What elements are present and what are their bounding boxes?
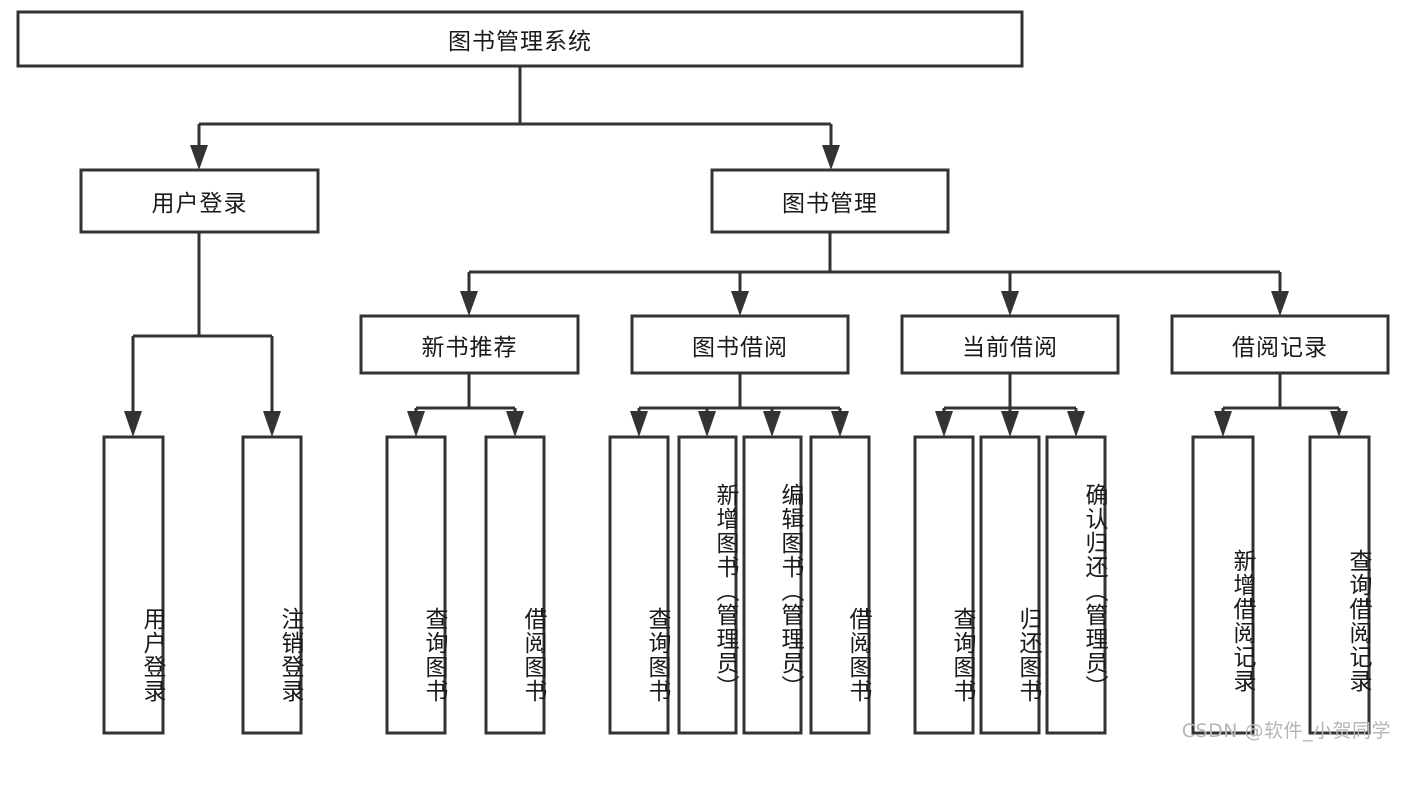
connector-book-manage-to-level3 [460,232,1289,316]
leaf-box-borrow-book-rec[interactable] [484,435,546,735]
node-box-book-manage[interactable] [710,168,950,234]
connector-book-borrow-to-leaves [630,373,849,437]
node-box-borrow-record[interactable] [1170,314,1390,375]
node-box-book-borrow[interactable] [630,314,850,375]
connector-current-borrow-to-leaves [935,373,1085,437]
leaf-box-logout-login[interactable] [241,435,303,735]
leaf-box-add-borrow-record[interactable] [1191,435,1255,735]
flowchart-canvas [16,10,1390,735]
flowchart-diagram: 图书管理系统 用户登录 图书管理 新书推荐 图书借阅 当前借阅 借阅记录 用户登… [16,10,1391,742]
leaf-box-query-book-rec[interactable] [385,435,447,735]
connector-user-login-to-leaves [124,232,281,437]
leaf-box-edit-book-admin[interactable] [742,435,803,735]
connector-borrow-record-to-leaves [1214,373,1348,437]
node-box-user-login[interactable] [79,168,320,234]
leaf-box-borrow-book[interactable] [809,435,871,735]
leaf-box-user-login[interactable] [102,435,165,735]
node-box-current-borrow[interactable] [900,314,1120,375]
leaf-box-query-borrow-record[interactable] [1308,435,1371,735]
node-box-root[interactable] [16,10,1024,68]
leaf-box-query-book-borrow[interactable] [608,435,670,735]
node-box-new-book-rec[interactable] [359,314,580,375]
leaf-box-add-book-admin[interactable] [677,435,738,735]
csdn-watermark: CSDN @软件_小贺同学 [1181,720,1391,742]
connector-new-book-rec-to-leaves [407,373,524,437]
leaf-box-return-book[interactable] [979,435,1041,735]
connector-root-to-level2 [190,66,840,170]
leaf-box-confirm-return-admin[interactable] [1045,435,1107,735]
leaf-box-query-book-current[interactable] [913,435,975,735]
